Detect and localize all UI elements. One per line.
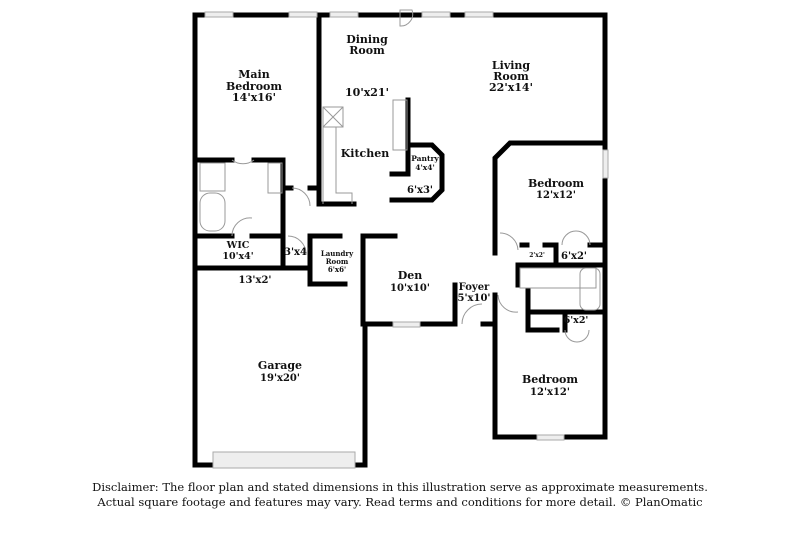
wic-dims: 10'x4' <box>222 251 253 262</box>
disclaimer-line-2: Actual square footage and features may v… <box>97 495 703 509</box>
pantry-walls <box>389 97 445 203</box>
closet-6x2-b-dims: 6'x2' <box>564 315 589 326</box>
bedroom-closets <box>515 242 608 333</box>
dining-room-label: Dining <box>346 33 388 46</box>
wic-walls <box>192 233 313 271</box>
windows <box>204 11 609 469</box>
dining-room-label-2: Room <box>349 44 385 57</box>
hall-13x2-dims: 13'x2' <box>239 275 272 286</box>
main-bedroom-label: Main <box>238 68 269 81</box>
pantry-label: Pantry <box>411 154 439 163</box>
foyer-dims: 5'x10' <box>458 293 491 304</box>
wic-label: WIC <box>226 240 250 251</box>
closet-6x2-a-dims: 6'x2' <box>561 251 587 262</box>
closet-2x2-dims: 2'x2' <box>529 252 545 259</box>
main-bedroom-wall <box>316 12 357 207</box>
bedroom-2-label: Bedroom <box>522 373 578 386</box>
living-room-label: Living <box>492 59 530 72</box>
living-room-dims: 22'x14' <box>489 81 533 94</box>
closet-3x4-dims: 3'x4' <box>284 247 310 258</box>
room-labels: Dining Room 10'x21' Main Bedroom 14'x16'… <box>222 33 588 398</box>
laundry-room-dims: 6'x6' <box>328 265 346 274</box>
laundry-walls <box>307 233 398 327</box>
outer-wall-left <box>192 12 496 468</box>
walls <box>192 12 608 468</box>
disclaimer-line-1: Disclaimer: The floor plan and stated di… <box>92 480 708 494</box>
fixtures <box>199 9 601 343</box>
den-dims: 10'x10' <box>390 283 430 294</box>
living-room-label-2: Room <box>493 70 529 83</box>
main-bedroom-dims: 14'x16' <box>232 91 276 104</box>
main-bedroom-label-2: Bedroom <box>226 80 282 93</box>
kitchen-label: Kitchen <box>341 147 390 160</box>
garage-label: Garage <box>258 359 302 372</box>
dining-room-dims: 10'x21' <box>345 86 389 99</box>
bath-walls <box>192 157 322 271</box>
closet-6x3-dims: 6'x3' <box>407 185 433 196</box>
den-label: Den <box>398 269 423 282</box>
foyer-label: Foyer <box>459 282 490 293</box>
laundry-room-label: Laundry <box>321 249 354 258</box>
bedroom-1-dims: 12'x12' <box>536 190 576 201</box>
garage-dims: 19'x20' <box>260 373 300 384</box>
laundry-room-label-2: Room <box>326 257 349 266</box>
bedroom-2-dims: 12'x12' <box>530 387 570 398</box>
pantry-dims: 4'x4' <box>415 163 435 172</box>
bedroom-1-label: Bedroom <box>528 177 584 190</box>
